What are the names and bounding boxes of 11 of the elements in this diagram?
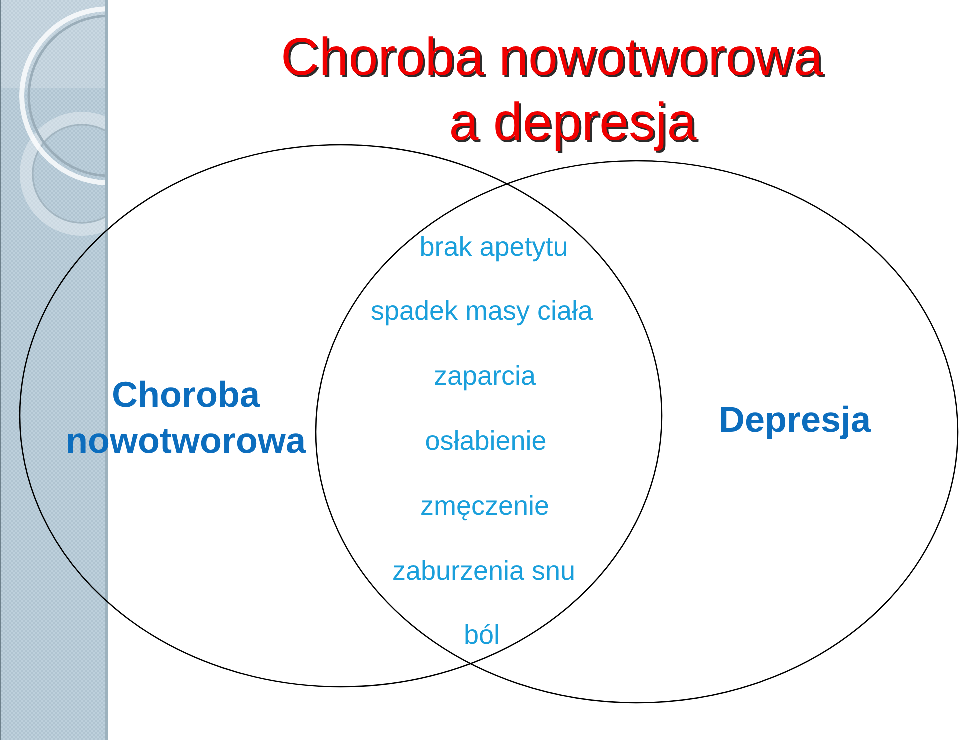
set-label: Choroba nowotworowa (66, 373, 306, 463)
venn-ellipse (315, 160, 959, 704)
symptom-label: brak apetytu (420, 234, 568, 261)
symptom-label: zaburzenia snu (392, 558, 576, 585)
symptom-label: osłabienie (425, 428, 547, 455)
symptom-label: spadek masy ciała (370, 298, 594, 325)
symptom-label: zaparcia (434, 363, 536, 390)
set-label: Depresja (718, 398, 872, 442)
symptom-label: ból (464, 622, 500, 649)
symptom-label: zmęczenie (420, 493, 550, 520)
slide-title: Choroba nowotworowa a depresja (280, 27, 824, 154)
